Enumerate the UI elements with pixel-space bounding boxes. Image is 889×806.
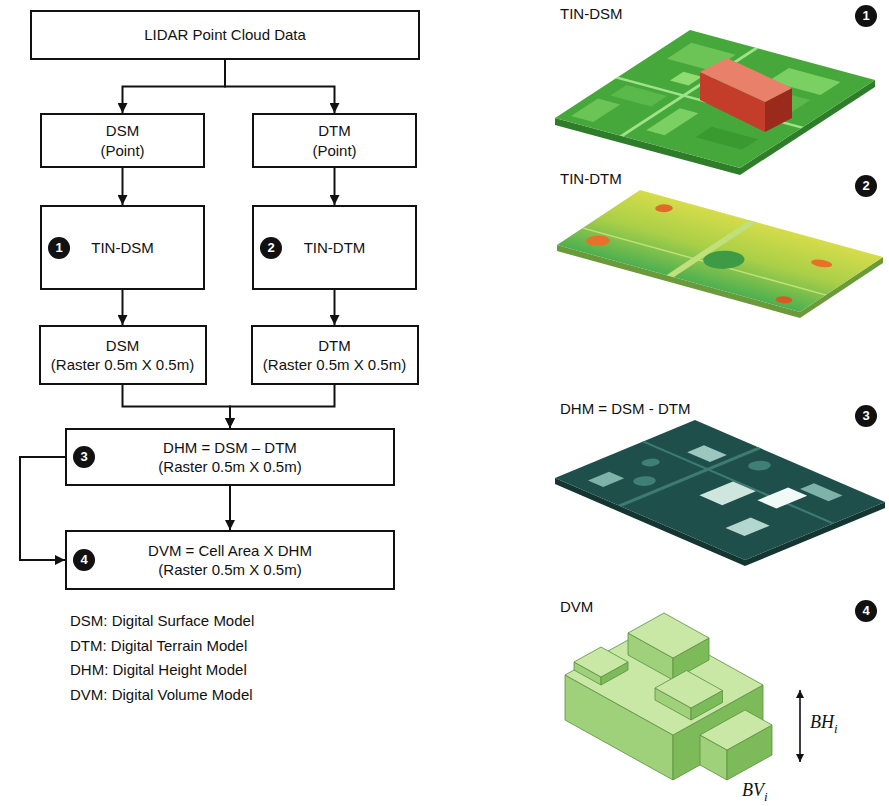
process-box: DHM = DSM – DTM(Raster 0.5m X 0.5m): [65, 428, 395, 486]
box-text: (Raster 0.5m X 0.5m): [51, 355, 194, 375]
callout-number: 4: [73, 549, 95, 571]
flow-arrow: [230, 385, 335, 428]
process-box: DTM(Raster 0.5m X 0.5m): [251, 325, 419, 385]
flow-arrow: [20, 457, 65, 560]
panel-title: TIN-DTM: [560, 170, 622, 188]
panel-title: DHM = DSM - DTM: [560, 400, 690, 418]
box-text: TIN-DTM: [304, 238, 366, 258]
box-text: (Point): [312, 141, 356, 161]
process-box: DSM(Point): [40, 113, 205, 168]
flow-arrow: [123, 60, 226, 113]
callout-number: 2: [855, 175, 877, 197]
abbreviation-note: DSM: Digital Surface Model: [70, 612, 254, 630]
height-arrow: [799, 690, 801, 762]
flow-arrow: [122, 168, 124, 205]
box-text: TIN-DSM: [91, 238, 154, 258]
abbreviation-note: DTM: Digital Terrain Model: [70, 637, 247, 655]
box-text: (Raster 0.5m X 0.5m): [263, 355, 406, 375]
abbreviation-note: DHM: Digital Height Model: [70, 661, 247, 679]
process-box: DTM(Point): [252, 113, 417, 168]
callout-number: 3: [73, 446, 95, 468]
box-text: DHM = DSM – DTM: [163, 438, 297, 458]
building-face: [574, 647, 628, 677]
box-text: DSM: [106, 336, 139, 356]
tin-dtm-surface: [557, 190, 883, 318]
flow-arrow: [229, 486, 231, 530]
panel-title: TIN-DSM: [560, 5, 623, 23]
panel-title: DVM: [560, 598, 593, 616]
process-box: DSM(Raster 0.5m X 0.5m): [39, 325, 207, 385]
flow-arrow: [334, 168, 336, 205]
box-text: DTM: [318, 121, 351, 141]
box-text: (Point): [100, 141, 144, 161]
dimension-subscript: i: [834, 721, 838, 737]
dimension-label: BV: [742, 780, 764, 802]
flow-arrow: [122, 290, 124, 325]
box-text: (Raster 0.5m X 0.5m): [158, 457, 301, 477]
dimension-subscript: i: [764, 789, 768, 805]
box-text: DTM: [318, 336, 351, 356]
box-text: LIDAR Point Cloud Data: [144, 25, 306, 45]
dvm-blocks: [565, 613, 772, 780]
building-face: [700, 710, 772, 750]
tin-dsm-surface: [555, 30, 875, 175]
box-text: (Raster 0.5m X 0.5m): [158, 560, 301, 580]
box-text: DSM: [106, 121, 139, 141]
dhm-surface: [555, 420, 885, 566]
callout-number: 2: [260, 237, 282, 259]
flow-arrow: [225, 60, 335, 113]
callout-number: 4: [855, 600, 877, 622]
flow-arrow: [334, 290, 336, 325]
building-face: [655, 671, 723, 709]
flow-arrow: [123, 385, 231, 428]
callout-number: 1: [48, 237, 70, 259]
box-text: DVM = Cell Area X DHM: [148, 541, 312, 561]
building-face: [628, 613, 709, 658]
callout-number: 1: [855, 5, 877, 27]
process-box: DVM = Cell Area X DHM(Raster 0.5m X 0.5m…: [65, 530, 395, 590]
abbreviation-note: DVM: Digital Volume Model: [70, 686, 253, 704]
callout-number: 3: [855, 405, 877, 427]
process-box: LIDAR Point Cloud Data: [30, 10, 420, 60]
dimension-label: BH: [810, 712, 834, 734]
